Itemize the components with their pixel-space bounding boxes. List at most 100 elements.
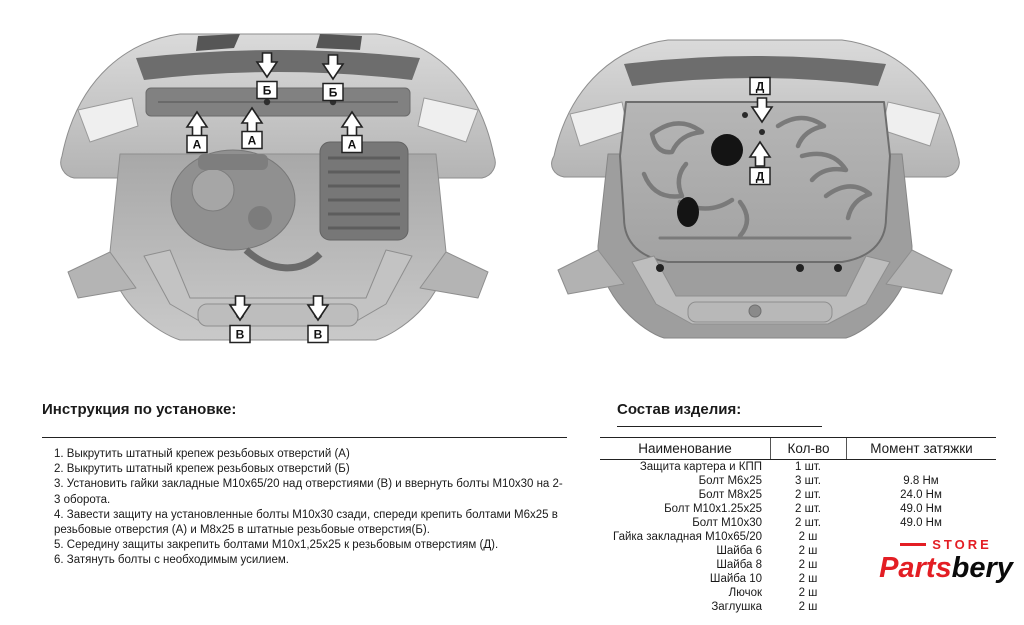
logo-store-text: STORE: [932, 537, 992, 552]
table-header: Наименование Кол-во Момент затяжки: [600, 437, 996, 460]
marker-a-2: А: [240, 106, 264, 150]
part-name: Лючок: [728, 587, 762, 599]
marker-label-box: [307, 324, 329, 344]
table-row: Шайба 10 2 ш: [600, 572, 996, 586]
marker-label-box: [241, 130, 263, 150]
part-qty: 3 шт.: [794, 475, 821, 487]
partsbery-logo: STORE Partsbery: [876, 537, 1016, 584]
part-torque: [846, 460, 996, 474]
marker-label-box: [749, 76, 771, 96]
arrow-down-icon: [321, 54, 345, 81]
cowl-band: [624, 56, 886, 86]
plate-bolt: [834, 264, 842, 272]
part-name: Гайка закладная М10х65/20: [613, 531, 762, 543]
arrow-down-icon: [255, 52, 279, 79]
part-qty: 2 шт.: [794, 503, 821, 515]
arrow-up-icon: [748, 140, 772, 167]
marker-label-box: [256, 80, 278, 100]
marker-d-top: Д: [749, 76, 774, 124]
hole-d-top: [759, 129, 765, 135]
hole-b1: [263, 98, 271, 106]
part-torque: [846, 600, 996, 614]
plate-round-hole: [711, 134, 743, 166]
part-qty: 2 ш: [798, 601, 818, 613]
parts-title: Состав изделия:: [617, 401, 822, 427]
marker-letter-d: Д: [756, 170, 765, 184]
instructions-list: 1. Выкрутить штатный крепеж резьбовых от…: [42, 447, 567, 569]
part-torque: [846, 586, 996, 600]
control-arm-left: [67, 251, 137, 299]
gearbox-ribs: [328, 156, 400, 230]
table-row: Болт М8х25 2 шт. 24.0 Нм: [600, 488, 996, 502]
marker-b-1: Б: [255, 52, 279, 100]
engine-bracket: [198, 154, 268, 170]
instructions-title: Инструкция по установке:: [42, 401, 237, 418]
part-torque: 49.0 Нм: [900, 503, 942, 515]
plate-oval-hole: [677, 197, 699, 227]
table-row: Болт М10х1.25х25 2 шт. 49.0 Нм: [600, 502, 996, 516]
part-qty: 2 ш: [798, 545, 818, 557]
part-name: Болт М8х25: [698, 489, 762, 501]
control-arm-left: [557, 249, 625, 295]
plate-bolt: [796, 264, 804, 272]
engine-detail: [248, 206, 272, 230]
part-name: Болт М6х25: [698, 475, 762, 487]
logo-bery-text: bery: [951, 552, 1013, 584]
parts-table: Наименование Кол-во Момент затяжки Защит…: [600, 437, 996, 614]
plate-stamping-ribs: [641, 115, 873, 240]
part-name: Шайба 8: [716, 559, 762, 571]
marker-letter-b: Б: [329, 86, 338, 100]
marker-letter-v: В: [314, 328, 323, 342]
part-name: Защита картера и КПП: [639, 461, 762, 473]
control-arm-right: [419, 251, 489, 299]
marker-a-1: А: [185, 110, 209, 154]
marker-d-mid: Д: [748, 140, 772, 186]
logo-name: Partsbery: [876, 552, 1016, 584]
headlight-right: [417, 97, 479, 143]
table-row: Гайка закладная М10х65/20 2 ш: [600, 530, 996, 544]
part-torque: 9.8 Нм: [903, 475, 939, 487]
part-name: Шайба 10: [709, 573, 762, 585]
instruction-step: 6. Затянуть болты с необходимым усилием.: [54, 554, 289, 567]
marker-b-2: Б: [321, 54, 345, 102]
control-arm-right: [885, 249, 953, 295]
marker-letter-b: Б: [263, 84, 272, 98]
marker-v-2: В: [306, 295, 330, 344]
table-row: Болт М6х25 3 шт. 9.8 Нм: [600, 474, 996, 488]
instruction-step: 5. Середину защиты закрепить болтами М10…: [54, 539, 499, 552]
instruction-step: 3. Установить гайки закладные М10х65/20 …: [54, 478, 563, 506]
table-row: Болт М10х30 2 шт. 49.0 Нм: [600, 516, 996, 530]
part-torque: 49.0 Нм: [900, 517, 942, 529]
marker-label-box: [322, 82, 344, 102]
cowl-detail: [316, 34, 362, 50]
marker-label-box: [186, 134, 208, 154]
table-row: Шайба 8 2 ш: [600, 558, 996, 572]
marker-label-box: [229, 324, 251, 344]
column-header-torque: Момент затяжки: [846, 438, 996, 459]
arrow-down-icon: [228, 295, 252, 322]
part-name: Болт М10х1.25х25: [664, 503, 762, 515]
cowl-detail: [196, 34, 240, 51]
logo-parts-text: Parts: [879, 552, 952, 584]
instruction-step: 1. Выкрутить штатный крепеж резьбовых от…: [54, 448, 350, 460]
column-header-qty: Кол-во: [770, 438, 846, 459]
diagram-underbody-before: А А А Б: [60, 33, 496, 344]
marker-letter-d: Д: [756, 80, 765, 94]
table-row: Лючок 2 ш: [600, 586, 996, 600]
arrow-down-icon: [750, 97, 774, 124]
marker-label-box: [341, 134, 363, 154]
instruction-step: 4. Завести защиту на установленные болты…: [54, 508, 558, 537]
parts-section: Состав изделия: Наименование Кол-во Моме…: [600, 401, 996, 614]
logo-store-row: STORE: [876, 537, 1016, 552]
table-row: Защита картера и КПП 1 шт.: [600, 460, 996, 474]
marker-letter-v: В: [236, 328, 245, 342]
plate-hole-dot: [742, 112, 748, 118]
part-qty: 2 шт.: [794, 489, 821, 501]
part-qty: 2 ш: [798, 587, 818, 599]
part-qty: 2 ш: [798, 559, 818, 571]
marker-label-box: [749, 166, 771, 186]
part-name: Шайба 6: [716, 545, 762, 557]
tow-hook: [748, 304, 762, 318]
subframe-crossmember: [197, 303, 359, 327]
